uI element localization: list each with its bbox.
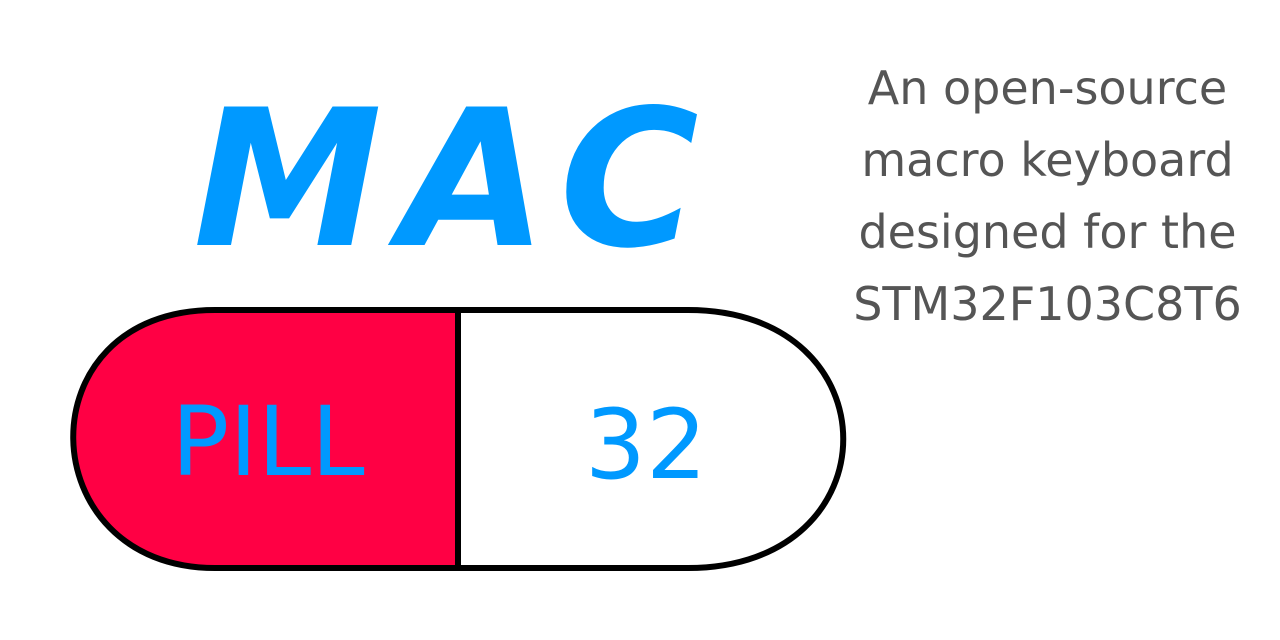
pill-right-half <box>458 310 844 568</box>
pill-right-label: 32 <box>585 389 707 501</box>
logo-title: MAC <box>193 69 717 290</box>
pill-outline <box>70 307 847 571</box>
tagline-line-2: macro keyboard <box>861 133 1234 187</box>
pill-left-label: PILL <box>171 386 364 498</box>
tagline-line-1: An open-source <box>867 61 1228 115</box>
tagline-line-3: designed for the <box>858 205 1237 259</box>
pill-left-half <box>73 310 458 568</box>
tagline: An open-source macro keyboard designed f… <box>820 52 1275 340</box>
tagline-line-4: STM32F103C8T6 <box>853 277 1242 331</box>
